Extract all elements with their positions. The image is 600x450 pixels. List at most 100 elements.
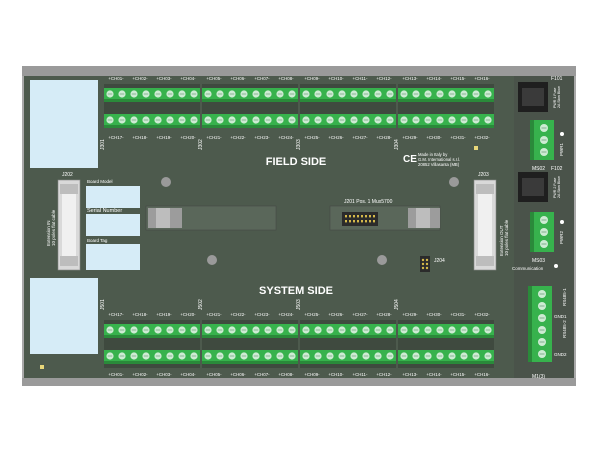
system-top-channel-label-12: +CH28- (376, 312, 392, 317)
field-top-channel-label-8: +CH08- (278, 76, 294, 81)
j303-label: J303 (296, 139, 302, 150)
system-terminal-upper-4 (398, 324, 494, 338)
mounting-hole-4 (377, 255, 387, 265)
field-top-channel-label-6: +CH06- (230, 76, 246, 81)
field-top-channel-label-16: +CH16- (474, 76, 490, 81)
marker-bottom (40, 365, 44, 369)
system-terminal-lower-1 (104, 350, 200, 364)
system-top-channel-label-16: +CH32- (474, 312, 490, 317)
field-top-channel-label-13: +CH13- (402, 76, 418, 81)
system-terminal-upper-2 (202, 324, 298, 338)
f101-label: F101 (551, 76, 563, 82)
fuse-f102 (518, 172, 548, 202)
m13-label: M1(3) (532, 374, 545, 380)
system-top-channel-label-15: +CH31- (450, 312, 466, 317)
system-terminal-lower-4 (398, 350, 494, 364)
board-tag-label: Board Tag (87, 238, 108, 243)
field-top-channel-label-14: +CH14- (426, 76, 442, 81)
field-terminal-lower-4 (398, 114, 494, 128)
ms03-label: MS03 (532, 258, 545, 264)
pwr2-label: PWR2 (559, 231, 564, 244)
field-bottom-channel-label-4: +CH20- (180, 135, 196, 140)
field-bottom-channel-label-11: +CH27- (352, 135, 368, 140)
j204-jumper (420, 256, 430, 272)
system-bottom-channel-label-14: +CH14- (426, 372, 442, 377)
system-top-channel-label-7: +CH23- (254, 312, 270, 317)
system-top-channel-label-4: +CH20- (180, 312, 196, 317)
system-bottom-channel-label-4: +CH04- (180, 372, 196, 377)
fuse-2-rating: PWR 2 Fuse2A Slow Blow (553, 176, 561, 198)
field-bottom-channel-label-3: +CH19- (156, 135, 172, 140)
field-terminal-lower-1 (104, 114, 200, 128)
field-side-title: FIELD SIDE (266, 156, 327, 168)
system-top-channel-label-6: +CH22- (230, 312, 246, 317)
serial-number-box (86, 214, 140, 236)
j203-label: J203 (478, 172, 489, 178)
field-terminal-upper-1 (104, 88, 200, 102)
system-top-channel-label-10: +CH26- (328, 312, 344, 317)
system-terminal-lower-2 (202, 350, 298, 364)
fuse-f101 (518, 82, 548, 112)
pwr1-label: PWR1 (559, 143, 564, 156)
system-bottom-channel-label-10: +CH10- (328, 372, 344, 377)
system-bottom-channel-label-6: +CH06- (230, 372, 246, 377)
system-bottom-channel-label-11: +CH11- (353, 372, 368, 377)
j201-connector (342, 212, 378, 226)
field-top-channel-label-2: +CH02- (132, 76, 148, 81)
field-top-channel-label-12: +CH12- (376, 76, 392, 81)
system-top-channel-label-5: +CH21- (206, 312, 222, 317)
field-bottom-channel-label-10: +CH26- (328, 135, 344, 140)
j204-label: J204 (434, 258, 445, 264)
terminal-strips: +CH01- +CH02- +CH03- +CH04- +CH05- +CH06- +CH0… (104, 76, 494, 377)
field-top-channel-label-15: +CH15- (450, 76, 466, 81)
ms02-label: MS02 (532, 166, 545, 172)
system-bottom-channel-label-12: +CH12- (376, 372, 392, 377)
j201-label: J201 Pos. 1 Mux5700 (344, 199, 393, 205)
field-bottom-channel-label-14: +CH30- (426, 135, 442, 140)
field-bottom-channel-label-8: +CH24- (278, 135, 294, 140)
serial-number-label: Serial Number (87, 208, 122, 214)
field-terminal-lower-3 (300, 114, 396, 128)
field-top-channel-label-5: +CH05- (206, 76, 222, 81)
system-bottom-channel-label-9: +CH09- (304, 372, 320, 377)
pwr2-terminal (530, 212, 554, 252)
system-top-channel-label-13: +CH29- (402, 312, 418, 317)
system-bottom-channel-label-15: +CH15- (450, 372, 466, 377)
rs485-2-label: RS485-2 (562, 320, 567, 338)
system-top-channel-label-14: +CH30- (426, 312, 442, 317)
j302-label: J302 (198, 139, 204, 150)
ce-mark: CE (403, 154, 417, 165)
field-bottom-channel-label-12: +CH28- (376, 135, 392, 140)
j501-label: J501 (100, 299, 106, 310)
field-bottom-channel-label-2: +CH18- (132, 135, 148, 140)
communication-terminal (528, 286, 552, 362)
field-terminal-upper-3 (300, 88, 396, 102)
board-model-label: Board Model (87, 179, 113, 184)
system-terminal-upper-3 (300, 324, 396, 338)
system-top-channel-label-3: +CH19- (156, 312, 172, 317)
field-top-channel-label-1: +CH01- (108, 76, 124, 81)
board-model-box (86, 186, 140, 208)
system-bottom-channel-label-1: +CH01- (108, 372, 124, 377)
j203-connector (473, 179, 497, 271)
system-top-channel-label-1: +CH17- (108, 312, 124, 317)
j503-label: J503 (296, 299, 302, 310)
field-bottom-channel-label-5: +CH21- (206, 135, 222, 140)
mounting-hole-1 (161, 177, 171, 187)
label-area-top (30, 80, 98, 168)
gnd2-label: GND2 (554, 352, 567, 357)
system-bottom-channel-label-3: +CH03- (156, 372, 172, 377)
system-top-channel-label-11: +CH27- (352, 312, 368, 317)
rs485-1-label: RS485-1 (562, 288, 567, 306)
pwr1-terminal (530, 120, 554, 160)
field-terminal-upper-4 (398, 88, 494, 102)
system-bottom-channel-label-5: +CH05- (206, 372, 222, 377)
field-bottom-channel-label-16: +CH32- (474, 135, 490, 140)
field-terminal-lower-2 (202, 114, 298, 128)
mounting-hole-2 (449, 177, 459, 187)
j202-connector (57, 179, 81, 271)
marker-top (474, 146, 478, 150)
field-top-channel-label-9: +CH09- (304, 76, 320, 81)
